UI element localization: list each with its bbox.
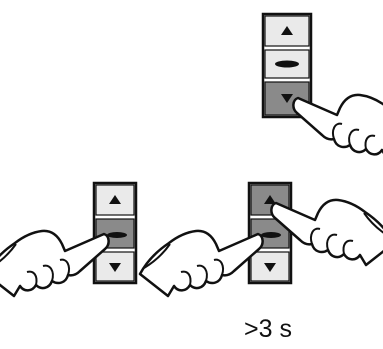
panel-press-down: [263, 14, 383, 160]
dash-oval-icon: [275, 61, 299, 68]
pointing-hand-icon: [293, 95, 383, 160]
pointing-hand-icon: [140, 231, 263, 296]
panel-press-middle: [0, 183, 136, 296]
panel-press-up-and-middle: [140, 183, 383, 296]
hold-duration-label: >3 s: [218, 314, 318, 344]
dash-oval-icon: [107, 232, 127, 238]
dash-oval-icon: [261, 232, 281, 238]
pointing-hand-icon: [0, 231, 109, 296]
